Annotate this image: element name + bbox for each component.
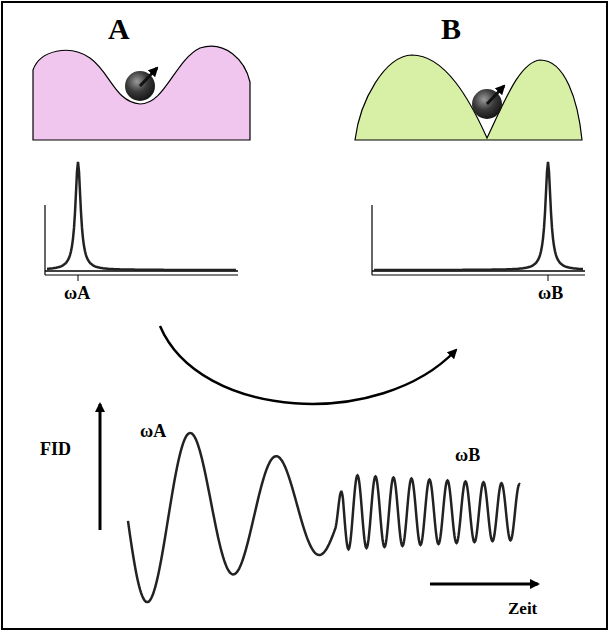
potential-barrier — [355, 55, 582, 140]
spin-b — [472, 86, 504, 119]
exchange-arrow — [160, 326, 456, 404]
frequency-label: ωB — [538, 284, 563, 302]
state-label: B — [441, 14, 461, 44]
spin-a — [125, 68, 157, 101]
axis-label: FID — [40, 440, 71, 458]
state-label: A — [108, 14, 130, 44]
frequency-label: ωB — [455, 446, 480, 464]
fid-signal — [128, 433, 520, 602]
frequency-label: ωA — [64, 284, 90, 302]
frequency-label: ωA — [140, 422, 166, 440]
time-axis — [430, 583, 538, 586]
potential-well — [33, 46, 250, 140]
fid-axis — [99, 404, 102, 530]
axis-label: Zeit — [508, 600, 537, 617]
spectrum-b — [372, 162, 585, 281]
spectrum-a — [45, 162, 238, 281]
